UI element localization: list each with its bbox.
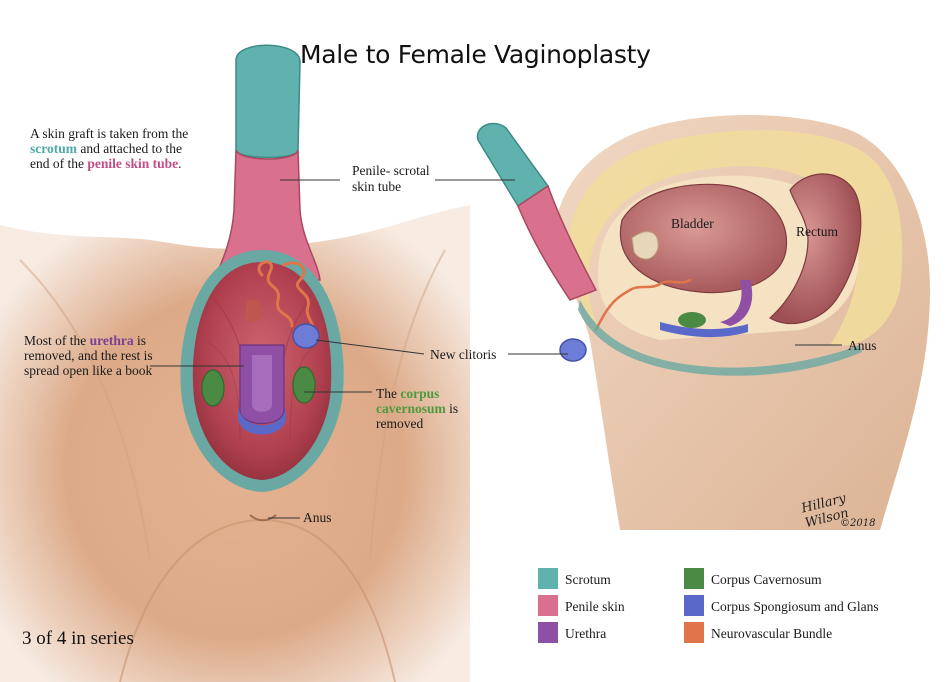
pubic-bone [631, 231, 659, 260]
scrotal-graft-front [235, 44, 301, 159]
label-rectum: Rectum [796, 224, 838, 239]
signature-year: ©2018 [840, 518, 876, 529]
legend-label: Corpus Cavernosum [711, 572, 822, 587]
graft-note-part3: . [178, 156, 182, 171]
bladder [619, 183, 788, 294]
spongiosum-side [660, 322, 748, 338]
new-clitoris-front [292, 323, 320, 349]
graft-note-scrotum: scrotum [30, 141, 77, 156]
legend-label: Scrotum [565, 572, 611, 587]
urethra-note-part1: Most of the [24, 333, 87, 348]
corpus-note-part1: The [376, 386, 397, 401]
legend-label: Corpus Spongiosum and Glans [711, 599, 879, 614]
anus-front-mark [249, 514, 277, 522]
urethra-note-part2: is removed, and the rest is spread open … [24, 333, 153, 378]
label-anus-side: Anus [848, 338, 877, 353]
graft-note: A skin graft is taken from the scrotum a… [30, 126, 200, 171]
graft-note-part2: and attached to the end of the [30, 141, 182, 171]
graft-note-part1: A skin graft is taken from the [30, 126, 189, 141]
legend-label: Neurovascular Bundle [711, 626, 833, 641]
corpus-cavernosum-right [292, 366, 316, 404]
legend-swatch [684, 622, 704, 643]
legend: Scrotum Penile skin Urethra Corpus Caver… [538, 568, 938, 648]
spongiosum-base-front [238, 405, 286, 435]
artist-signature: Hillary Wilson ©2018 [800, 491, 890, 536]
leader-lines [150, 179, 842, 519]
scrotal-graft-side [476, 122, 550, 208]
legend-swatch [538, 622, 558, 643]
front-view [0, 44, 470, 682]
legend-label: Urethra [565, 626, 607, 641]
side-view [476, 114, 930, 530]
graft-note-penile: penile skin tube [87, 156, 179, 171]
legend-swatch [538, 595, 558, 616]
legend-swatch [684, 568, 704, 589]
urethra-side [720, 280, 753, 326]
corpus-note-corpus: corpus cavernosum [376, 386, 446, 416]
fat-layer [569, 130, 903, 346]
penile-skin-front [212, 149, 321, 281]
new-clitoris-side [559, 338, 587, 362]
legend-label: Penile skin [565, 599, 625, 614]
corpus-note-part2: is removed [376, 401, 459, 431]
spongiosum-stump-front [246, 300, 260, 322]
label-skin-tube-line1: Penile- scrotal [352, 163, 430, 178]
page-title: Male to Female Vaginoplasty [300, 40, 651, 69]
label-bladder: Bladder [671, 216, 714, 231]
rectum [768, 173, 862, 325]
urethra-note: Most of the urethra is removed, and the … [24, 333, 159, 378]
neurovascular-bundle-side [594, 278, 692, 332]
label-anus-front: Anus [303, 510, 332, 525]
label-skin-tube-line2: skin tube [352, 179, 402, 194]
urethra-note-urethra: urethra [89, 333, 134, 348]
label-new-clitoris: New clitoris [430, 347, 497, 362]
legend-swatch [538, 568, 558, 589]
legend-swatch [684, 595, 704, 616]
penile-skin-side [517, 184, 598, 301]
cavernosum-side [678, 312, 706, 328]
series-indicator: 3 of 4 in series [22, 628, 134, 649]
thigh-crease-left [19, 259, 151, 561]
thigh-crease-right [369, 249, 446, 561]
corpus-note: The corpus cavernosum is removed [376, 386, 486, 431]
corpus-cavernosum-left [201, 369, 225, 407]
perineum-layers [578, 300, 862, 376]
neurovascular-bundle-front [257, 260, 314, 336]
